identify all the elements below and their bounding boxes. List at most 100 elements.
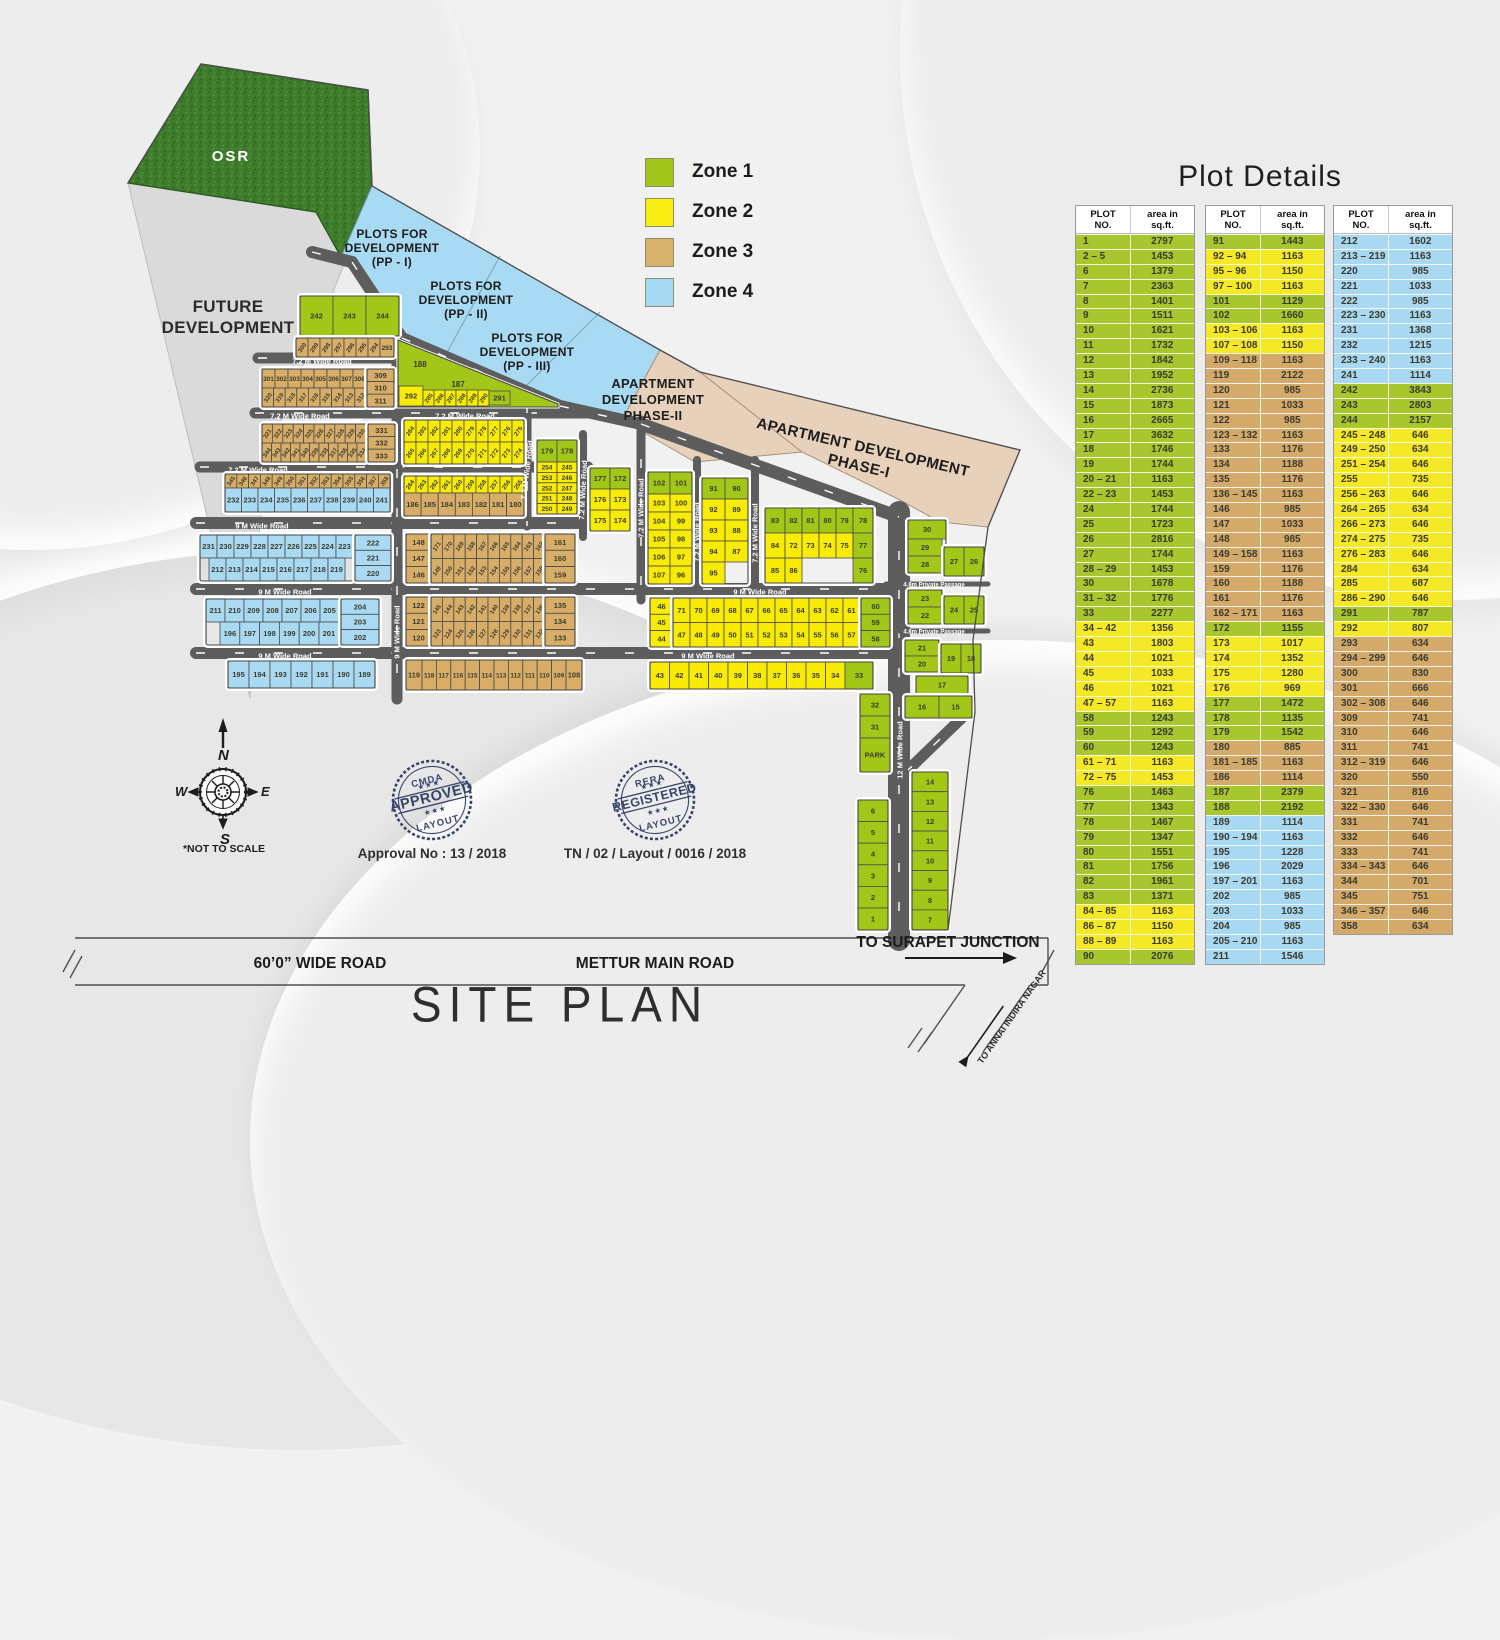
plot-number: 79 — [840, 516, 848, 525]
plot-cell — [299, 295, 334, 337]
plot-no-cell: 321 — [1341, 786, 1358, 798]
plot-number: 313 — [345, 392, 356, 404]
plot-number: 182 — [475, 500, 488, 509]
road-name-label: 4.8m Private Passage — [903, 630, 965, 636]
plot-number: 53 — [779, 630, 787, 639]
plot-no-cell: 213 – 219 — [1341, 250, 1386, 262]
area-cell: 1163 — [1259, 354, 1324, 369]
plot-number: 184 — [440, 500, 453, 509]
plot-number: 131 — [524, 628, 535, 640]
area-cell: 1280 — [1259, 666, 1324, 681]
legend-label: Zone 2 — [692, 201, 754, 222]
plot-number: 100 — [675, 499, 688, 508]
plot-number: 232 — [227, 496, 240, 505]
plot-number: 346 — [238, 475, 249, 487]
plot-number: 115 — [467, 672, 478, 679]
plot-number: 16 — [918, 703, 926, 712]
plot-no-cell: 31 – 32 — [1083, 593, 1117, 605]
plot-no-cell: 134 — [1213, 459, 1230, 471]
plot-number: 205 — [323, 606, 336, 615]
area-cell: 1163 — [1129, 756, 1194, 771]
plot-number: 33 — [855, 671, 863, 680]
plot-no-cell: 181 – 185 — [1213, 757, 1258, 769]
plot-number: 197 — [243, 629, 256, 638]
plot-number: 262 — [430, 479, 441, 491]
plot-no-cell: 195 — [1213, 846, 1230, 858]
plot-number: 241 — [375, 496, 388, 505]
road-name-label: 7.2 M Wide Road — [270, 412, 330, 421]
plot-number: 258 — [478, 479, 489, 491]
area-cell: 646 — [1387, 517, 1452, 532]
plot-number: 38 — [753, 671, 761, 680]
plot-number: 198 — [263, 629, 276, 638]
plot-number: 202 — [354, 633, 367, 642]
plot-no-cell: 109 – 118 — [1213, 355, 1257, 367]
plot-number: 259 — [466, 479, 477, 491]
plot-number: 247 — [562, 485, 573, 492]
plot-number: 34 — [831, 671, 840, 680]
plot-number: 61 — [847, 606, 855, 615]
plot-no-cell: 34 – 42 — [1083, 623, 1117, 635]
area-cell: 1163 — [1129, 473, 1194, 488]
road-name-label: 7.2 M Wide Road — [637, 478, 646, 538]
plot-number: 293 — [382, 345, 393, 352]
plot-number: 343 — [272, 447, 283, 459]
plot-cell — [844, 661, 874, 690]
plot-number: 186 — [406, 500, 419, 509]
plot-number: 156 — [512, 565, 523, 577]
compass-s: S — [220, 831, 230, 848]
plot-no-cell: 180 — [1213, 742, 1230, 754]
plot-number: 8 — [928, 896, 932, 905]
area-cell: 735 — [1387, 532, 1452, 547]
plot-number: 266 — [418, 447, 429, 459]
svg-text:PLOTS FOR: PLOTS FOR — [430, 279, 501, 293]
area-cell: 1163 — [1259, 830, 1324, 845]
plot-number: 144 — [444, 604, 455, 616]
area-cell: 1723 — [1129, 517, 1194, 532]
plot-number: 250 — [542, 506, 553, 513]
plot-number: 227 — [270, 542, 283, 551]
plot-number: 274 — [514, 447, 525, 459]
plot-no-cell: 255 — [1341, 474, 1358, 486]
road-name-label: 9 M Wide Road — [393, 605, 402, 659]
road-break-mark-left — [62, 949, 83, 979]
plot-no-cell: 249 – 250 — [1341, 444, 1386, 456]
area-cell: 1511 — [1129, 309, 1194, 324]
plot-no-cell: 78 — [1083, 816, 1095, 828]
road-break-mark-right — [1041, 949, 1055, 973]
site-plan-title: SITE PLAN — [411, 978, 709, 1033]
svg-text:APARTMENT: APARTMENT — [611, 376, 694, 391]
plot-number: 303 — [289, 376, 300, 383]
plot-no-cell: 174 — [1213, 652, 1230, 664]
plot-number: 22 — [921, 611, 929, 620]
plot-number: 15 — [951, 703, 959, 712]
